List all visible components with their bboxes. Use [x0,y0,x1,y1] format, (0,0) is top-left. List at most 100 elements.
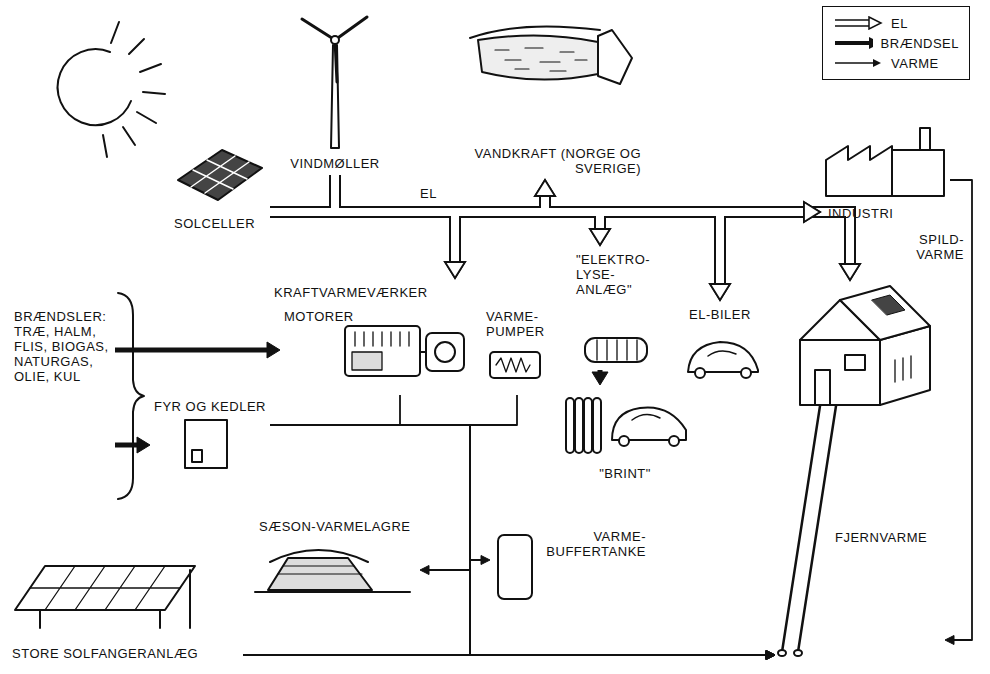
electrolysis-unit [585,338,647,362]
arrowhead [710,284,730,300]
arrowhead [445,262,465,278]
node-label: KRAFTVARMEVÆRKER [274,285,428,300]
el-connector [335,175,455,263]
house [845,355,865,370]
node-label: EL-BILER [689,307,751,322]
legend-row: BRÆNDSEL [833,33,959,53]
solar-panel [191,156,249,193]
seasonal-storage [255,591,410,593]
district-heating-pipes [778,406,836,656]
solar-collector [15,566,195,610]
solar-panel [178,150,262,200]
house [815,370,830,405]
hydrogen-bottles-car [669,436,679,446]
house [800,286,930,405]
boiler [185,420,227,468]
node-label: SÆSON-VARMELAGRE [259,519,411,534]
node-label: FJERNVARME [835,530,927,545]
node-label: SOLCELLER [174,216,255,231]
sun [58,22,165,157]
el-connector [270,212,720,285]
heat-pump [496,358,530,372]
hydrogen-bottles-car [575,398,583,453]
house [840,286,930,340]
seasonal-storage [278,566,362,574]
line-label: EL [418,186,439,201]
sun [58,49,131,125]
wind-turbine [302,17,367,82]
wind-turbine [331,36,339,44]
hydrogen-bottles-car [593,398,601,453]
legend-text: VARME [891,56,939,71]
node-label: INDUSTRI [828,206,893,221]
fuel-bracket [118,293,144,499]
node-label: VANDKRAFT (NORGE OG SVERIGE) [474,146,641,176]
el-connector [270,212,455,263]
heat-connector [270,425,767,655]
node-label: VINDMØLLER [290,156,380,171]
hydro-dam [495,48,587,71]
factory [826,128,944,196]
el-connector [270,212,720,285]
district-heating-pipes [782,406,836,652]
industry: INDUSTRI [820,125,950,225]
el-connector [335,175,720,285]
heat-connector [428,570,767,655]
hydro-dam [598,30,632,84]
arrowhead [481,556,490,565]
solar-panel [178,150,262,200]
node-label: MOTORER [284,309,354,324]
hydrogen-bottles-car [566,398,574,453]
house [872,295,905,315]
seasonal-heat-storage: SÆSON-VARMELAGRE [255,515,420,600]
node-label: "BRINT" [599,466,651,481]
heat-pumps: VARME- PUMPER [482,305,557,395]
arrowhead [766,651,775,660]
el-connector [335,175,805,212]
arrowhead [137,437,150,453]
heat-connector [470,395,767,655]
electric-car [708,351,736,356]
electric-car [688,342,758,378]
node-label: STORE SOLFANGERANLÆG [12,646,198,661]
fuel-connector [115,348,268,353]
node-label: BRÆNDSLER: TRÆ, HALM, FLIS, BIOGAS, NATU… [14,309,111,384]
el-connector [335,175,850,265]
legend-text: BRÆNDSEL [881,36,959,51]
el-connector [270,212,850,265]
boilers: FYR OG KEDLER [150,395,270,480]
hydrogen-bottles-car [619,436,629,446]
arrowhead [445,262,465,278]
el-connector [335,175,600,230]
arrowhead [267,342,280,358]
el-connector [335,175,720,285]
arrowhead [592,372,608,385]
arrowhead [420,566,429,575]
hydrogen: "BRINT" [560,385,690,485]
factory [920,128,930,150]
arrowhead [766,651,775,660]
arrowhead [766,651,775,660]
district-heating: FJERNVARME [775,280,945,665]
connector-label: SPILD- VARME [898,232,966,262]
seasonal-storage [255,550,410,592]
arrowhead [804,202,820,222]
factory [826,146,892,196]
electric-car [741,368,751,378]
boiler [192,450,202,462]
el-connector [270,212,850,265]
legend-row: VARME [833,53,959,73]
hydrogen-bottles-car [566,398,686,453]
engine-generator [426,333,464,371]
fuel-connector [115,443,138,448]
heat-connector [470,560,767,655]
arrowhead [590,229,610,245]
engine-generator [355,332,409,346]
fuel-bracket [118,293,144,499]
chp-plants: KRAFTVARMEVÆRKER MOTORER VARME- PUMPER [270,278,560,400]
arrowhead [590,229,610,245]
buffer-tank [498,535,532,599]
engine-generator [352,352,382,370]
arrowhead [535,180,555,196]
